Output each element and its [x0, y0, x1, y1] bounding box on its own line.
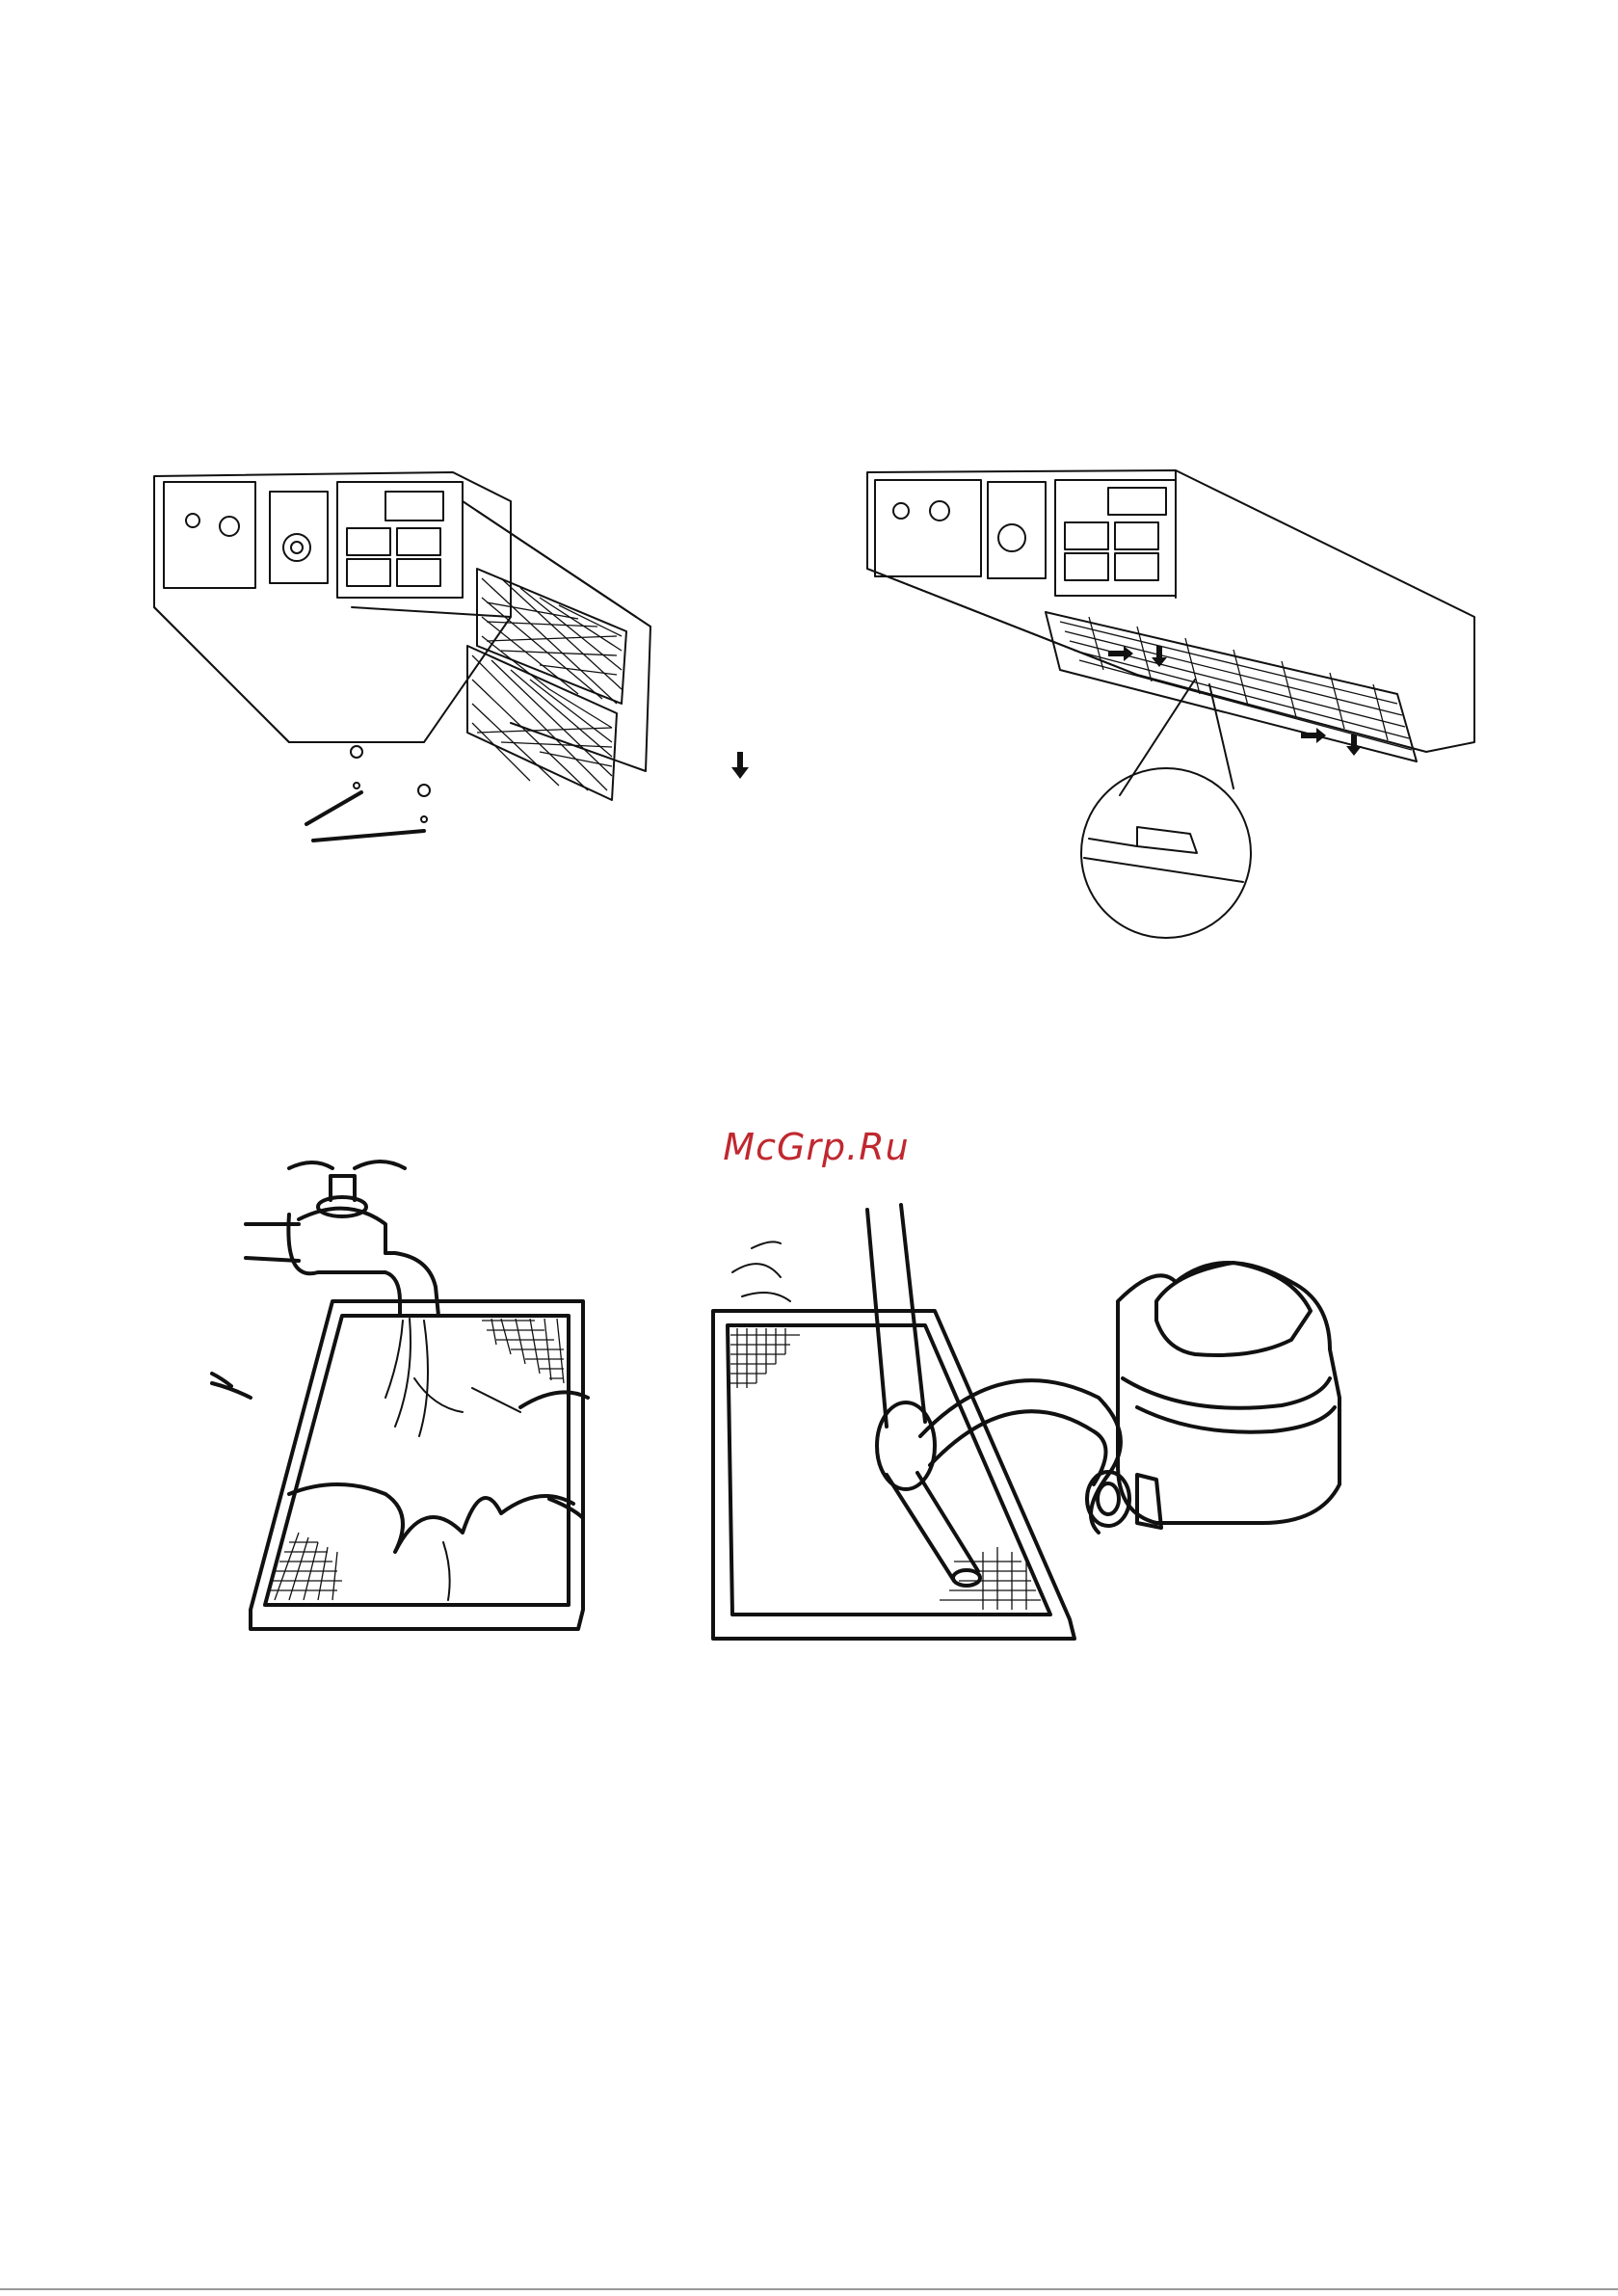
vacuum-cleaner-filter-icon: [694, 1157, 1368, 1648]
page-bottom-rule: [0, 2288, 1618, 2290]
figure-unit-filter-removal: [135, 453, 809, 858]
figure-filter-vacuum: [694, 1157, 1368, 1648]
figure-filter-wash: [193, 1147, 617, 1648]
figure-unit-filter-latch: [848, 453, 1503, 954]
faucet-washing-filter-icon: [193, 1147, 617, 1648]
ceiling-unit-filter-drop-down-icon: [848, 453, 1503, 954]
ceiling-unit-filter-slide-out-icon: [135, 453, 809, 858]
